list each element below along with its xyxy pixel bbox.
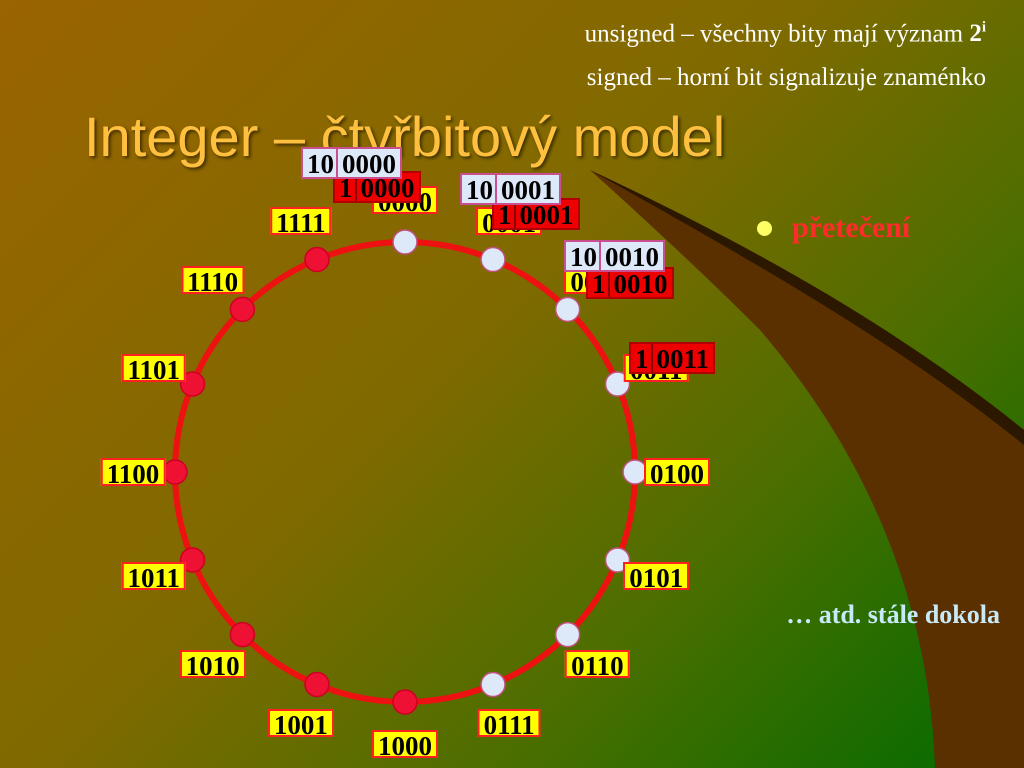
- ring-dots: [162, 229, 648, 715]
- ring-label-1100: 1100: [100, 458, 166, 488]
- ring-label-0101: 0101: [623, 562, 690, 592]
- ring-label-0100: 0100: [644, 458, 710, 488]
- ring-label-1111: 1111: [270, 206, 332, 237]
- slide-title: Integer – čtyřbitový model: [84, 105, 726, 168]
- overflow-bits: 0010: [607, 269, 672, 299]
- overflow-prefix: 10: [307, 149, 334, 179]
- ring-dot-0111: [480, 671, 506, 698]
- ring-label-1000: 1000: [372, 730, 438, 760]
- ring-dot-1100: [162, 459, 188, 485]
- cycle-note: … atd. stále dokola: [786, 600, 1000, 629]
- ring-label-1011: 1011: [121, 562, 186, 592]
- ring-dot-1101: [179, 371, 206, 397]
- overflow-prefix: 1: [635, 344, 649, 374]
- ring-dot-1010: [229, 621, 256, 648]
- overflow-prefix: 10: [466, 175, 493, 205]
- ring-dot-0000: [392, 229, 418, 255]
- ring-dot-1110: [229, 296, 256, 323]
- ring-dot-0110: [554, 621, 581, 648]
- overflow-prefix: 1: [498, 200, 512, 230]
- overflow-prefix: 1: [592, 269, 606, 299]
- overflow-prefix: 1: [339, 173, 353, 203]
- overflow-bits: 0010: [599, 242, 663, 272]
- ring-label-0111: 0111: [477, 709, 541, 739]
- bullet-dot-icon: [757, 220, 772, 236]
- brown-swoosh: [590, 170, 1024, 768]
- power-exponent: i: [981, 20, 986, 36]
- overflow-bits: 0000: [336, 149, 400, 179]
- ring-dot-1111: [304, 246, 330, 273]
- ring-label-1101: 1101: [121, 353, 186, 384]
- signed-description: signed – horní bit signalizuje znaménko: [586, 64, 986, 91]
- power-base: 2: [969, 20, 982, 48]
- overflow-prefix: 10: [570, 242, 597, 272]
- ring-dot-0010: [554, 296, 581, 323]
- ring-label-1110: 1110: [181, 265, 245, 296]
- ring-label-1001: 1001: [267, 709, 334, 739]
- overflow-bits: 0011: [650, 344, 714, 374]
- ring-dot-0011: [604, 371, 631, 397]
- overflow-bullet-text: přetečení: [792, 211, 911, 244]
- overflow-bullet: přetečení: [757, 211, 910, 245]
- overflow-bits: 0001: [513, 200, 578, 230]
- power-of-two: 2i: [969, 20, 986, 47]
- ring-dot-1011: [179, 547, 206, 573]
- unsigned-description-text: unsigned – všechny bity mají význam: [584, 20, 970, 48]
- ring-dot-0001: [480, 246, 506, 273]
- ring-dot-1001: [304, 671, 330, 698]
- ring-label-0110: 0110: [565, 650, 630, 680]
- ring-dot-1000: [392, 689, 418, 715]
- ring-label-1010: 1010: [179, 650, 246, 680]
- overflow-bits: 0001: [495, 175, 559, 205]
- unsigned-description: unsigned – všechny bity mají význam 2i: [585, 20, 986, 48]
